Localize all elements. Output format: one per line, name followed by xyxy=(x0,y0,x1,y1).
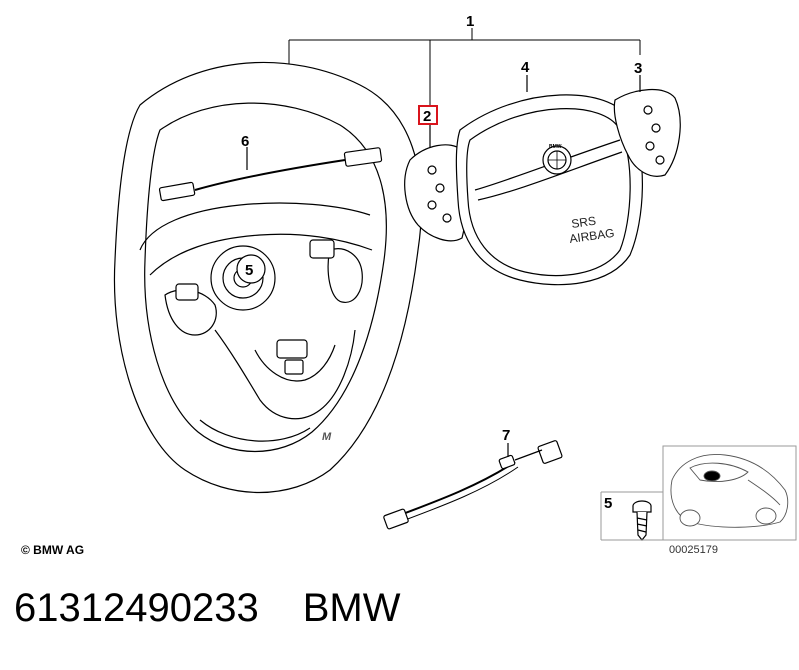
brand-name: BMW xyxy=(302,586,401,630)
airbag-module-4 xyxy=(455,75,643,286)
callout-5-inset: 5 xyxy=(604,495,612,512)
callout-5-wheel: 5 xyxy=(245,262,253,279)
copyright-notice: © BMW AG xyxy=(21,543,84,557)
callout-4: 4 xyxy=(521,59,530,76)
part-caption: 61312490233 BMW xyxy=(14,586,400,631)
cable-7 xyxy=(383,440,563,530)
callout-6: 6 xyxy=(241,133,249,150)
cable-6 xyxy=(158,147,383,202)
callout-3: 3 xyxy=(634,60,642,77)
steering-wheel xyxy=(113,61,422,493)
airbag-logo-text: BMW xyxy=(549,144,562,150)
callout-5-wheel-marker: 5 xyxy=(236,254,266,284)
airbag-label: AIRBAG xyxy=(568,226,615,246)
callout-2: 2 xyxy=(423,108,431,125)
diagram-reference-number: 00025179 xyxy=(669,544,718,556)
screw-5 xyxy=(632,500,652,541)
left-switch-cluster-2 xyxy=(404,124,468,242)
m-badge: M xyxy=(322,431,332,443)
callout-7: 7 xyxy=(502,427,510,444)
part-number: 61312490233 xyxy=(14,586,259,630)
srs-label: SRS xyxy=(570,214,596,231)
highlight-box-2 xyxy=(418,105,438,125)
callout-1: 1 xyxy=(466,13,474,30)
right-switch-cluster-3 xyxy=(613,75,681,177)
car-silhouette xyxy=(670,454,789,528)
